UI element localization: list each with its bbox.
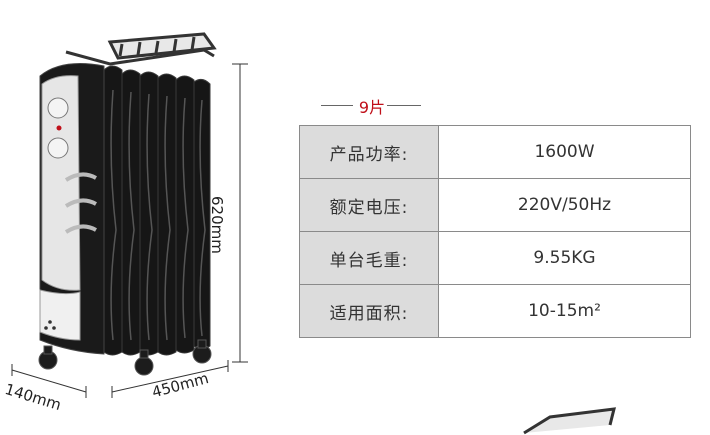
table-row: 额定电压: 220V/50Hz xyxy=(299,178,691,232)
spec-value-voltage: 220V/50Hz xyxy=(438,178,691,232)
control-panel xyxy=(39,63,105,355)
height-dimension-label: 620mm xyxy=(208,196,226,254)
spec-value-power: 1600W xyxy=(438,125,691,179)
spec-label-area: 适用面积: xyxy=(299,284,439,338)
towel-rack xyxy=(65,32,217,66)
table-row: 适用面积: 10-15m² xyxy=(299,284,691,338)
spec-label-weight: 单台毛重: xyxy=(299,231,439,285)
spec-value-weight: 9.55KG xyxy=(438,231,691,285)
oil-heater-illustration xyxy=(11,32,248,398)
spec-table: 产品功率: 1600W 额定电压: 220V/50Hz 单台毛重: 9.55KG… xyxy=(299,125,691,338)
heading-divider-right xyxy=(387,105,421,106)
caster-wheels xyxy=(38,339,212,376)
heading-divider-left xyxy=(321,105,353,106)
spec-value-area: 10-15m² xyxy=(438,284,691,338)
heater-fins xyxy=(103,65,211,356)
table-row: 产品功率: 1600W xyxy=(299,125,691,179)
dimension-lines xyxy=(11,63,248,398)
table-row: 单台毛重: 9.55KG xyxy=(299,231,691,285)
spec-label-voltage: 额定电压: xyxy=(299,178,439,232)
fin-count-label: 9片 xyxy=(358,98,386,117)
heater-product-image: 620mm 140mm 450mm xyxy=(0,0,300,432)
fin-count-heading: 9片 xyxy=(321,93,421,117)
next-product-rack-peek xyxy=(523,407,616,435)
spec-label-power: 产品功率: xyxy=(299,125,439,179)
